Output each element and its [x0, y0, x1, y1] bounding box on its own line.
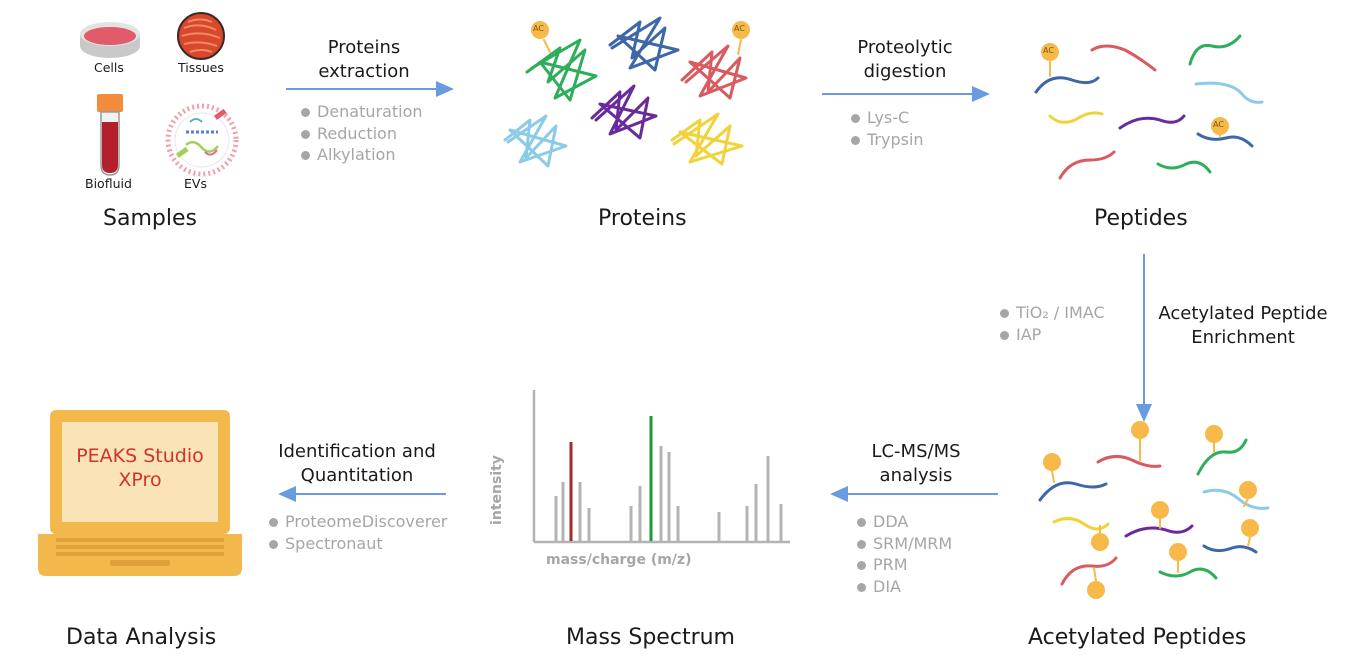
- ev-icon: [165, 103, 239, 177]
- protein-blue: [608, 16, 680, 72]
- digestion-step-title: Proteolytic digestion: [825, 36, 985, 84]
- mass-spectrum-title: Mass Spectrum: [566, 625, 735, 650]
- bullet-item: IAP: [1000, 324, 1105, 346]
- bullet-item: Denaturation: [301, 101, 423, 123]
- extraction-step-title: Proteins extraction: [284, 36, 444, 84]
- bullet-item: PRM: [857, 554, 952, 576]
- ac-badge: [732, 21, 750, 39]
- bullet-item: DIA: [857, 576, 952, 598]
- x-axis-label: mass/charge (m/z): [546, 552, 692, 568]
- identification-title-line2: Quantitation: [300, 465, 414, 486]
- acetylated-peptides-title: Acetylated Peptides: [1028, 625, 1247, 650]
- ac-label: AC: [533, 24, 544, 33]
- tissue-icon: [177, 12, 225, 60]
- bullet-item: Reduction: [301, 123, 423, 145]
- ac-label: AC: [1043, 46, 1054, 55]
- laptop-screen-text: PEAKS Studio XPro: [62, 444, 218, 492]
- biofluid-tube-icon: [97, 94, 123, 176]
- ac-label: AC: [1213, 120, 1224, 129]
- data-analysis-title: Data Analysis: [66, 625, 217, 650]
- protein-yellow: [670, 112, 744, 166]
- bullet-item: Lys-C: [851, 107, 924, 129]
- enrichment-bullets: TiO₂ / IMAC IAP: [1000, 302, 1105, 345]
- enrichment-step-title: Acetylated Peptide Enrichment: [1150, 302, 1336, 350]
- identification-bullets: ProteomeDiscoverer Spectronaut: [269, 511, 447, 554]
- digestion-title-line1: Proteolytic: [857, 37, 953, 58]
- cells-dish-icon: [80, 22, 140, 58]
- laptop-screen-line1: PEAKS Studio: [76, 445, 204, 467]
- biofluid-label: Biofluid: [85, 176, 132, 191]
- enrichment-title-line1: Acetylated Peptide: [1158, 303, 1328, 324]
- bullet-item: Alkylation: [301, 144, 423, 166]
- extraction-bullets: Denaturation Reduction Alkylation: [301, 101, 423, 166]
- samples-title: Samples: [103, 206, 197, 231]
- bullet-item: Spectronaut: [269, 533, 447, 555]
- bullet-item: DDA: [857, 511, 952, 533]
- bullet-item: SRM/MRM: [857, 533, 952, 555]
- protein-purple: [590, 84, 658, 140]
- bullet-item: TiO₂ / IMAC: [1000, 302, 1105, 324]
- cells-label: Cells: [94, 60, 124, 75]
- extraction-title-line1: Proteins: [327, 37, 401, 58]
- proteins-title: Proteins: [598, 206, 687, 231]
- protein-green: [525, 38, 598, 102]
- lcms-bullets: DDA SRM/MRM PRM DIA: [857, 511, 952, 597]
- digestion-title-line2: digestion: [863, 61, 947, 82]
- digestion-bullets: Lys-C Trypsin: [851, 107, 924, 150]
- evs-label: EVs: [184, 176, 207, 191]
- protein-red: [680, 44, 748, 100]
- lcms-step-title: LC-MS/MS analysis: [836, 440, 996, 488]
- laptop-screen-line2: XPro: [118, 469, 162, 491]
- ac-badge: [531, 21, 549, 39]
- bullet-item: Trypsin: [851, 129, 924, 151]
- extraction-title-line2: extraction: [318, 61, 410, 82]
- enrichment-title-line2: Enrichment: [1191, 327, 1295, 348]
- identification-title-line1: Identification and: [278, 441, 436, 462]
- lcms-title-line2: analysis: [879, 465, 953, 486]
- peptides-title: Peptides: [1094, 206, 1188, 231]
- protein-lightblue: [503, 114, 568, 168]
- lcms-title-line1: LC-MS/MS: [871, 441, 961, 462]
- tissues-label: Tissues: [178, 60, 224, 75]
- bullet-item: ProteomeDiscoverer: [269, 511, 447, 533]
- identification-step-title: Identification and Quantitation: [262, 440, 452, 488]
- ac-label: AC: [734, 24, 745, 33]
